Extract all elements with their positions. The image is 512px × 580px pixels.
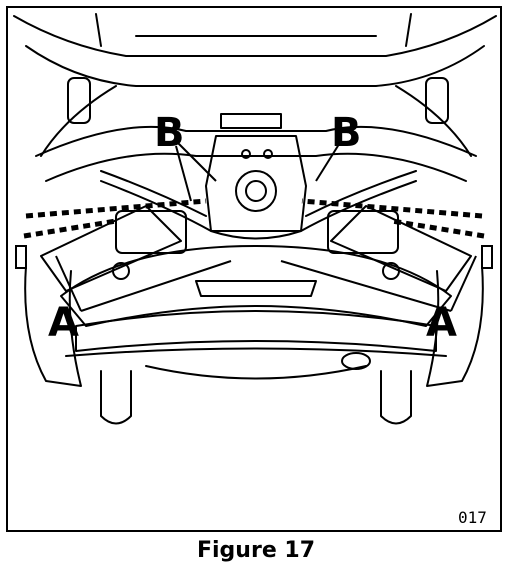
right-lamp	[481, 245, 493, 269]
brake-lines	[100, 170, 417, 217]
left-dashed-guide-lower	[23, 218, 117, 239]
figure-caption: Figure 17	[196, 538, 316, 563]
leader-left-b	[175, 140, 217, 182]
top-bracket	[220, 113, 282, 129]
left-lamp	[15, 245, 27, 269]
bumper-top-line	[13, 15, 497, 57]
callout-left-a: A	[48, 300, 79, 346]
callout-right-b: B	[331, 110, 362, 156]
leader-left-b-2	[175, 145, 192, 202]
left-bracket-box	[115, 210, 187, 254]
left-tire	[100, 370, 132, 425]
lower-beam-edge	[65, 347, 447, 357]
body-rails	[40, 85, 472, 157]
bolt-1	[241, 149, 251, 159]
left-wheel-arc	[24, 265, 82, 387]
drain-plug	[341, 352, 371, 370]
lower-valance	[145, 365, 367, 380]
right-bracket-box	[327, 210, 399, 254]
upper-crossmember	[35, 125, 477, 157]
leader-right-a-2	[280, 260, 452, 312]
right-shock-mount	[425, 77, 449, 124]
right-dashed-guide-lower	[391, 218, 485, 239]
callout-right-a: A	[426, 300, 457, 346]
bumper-side-lines	[95, 13, 412, 47]
lower-beam	[75, 310, 437, 352]
leader-left-a	[55, 255, 82, 312]
bumper-lower-line	[25, 45, 485, 87]
right-dashed-guide	[301, 198, 483, 219]
left-dashed-guide	[25, 198, 207, 219]
figure-code: 017	[458, 508, 487, 527]
lower-subframe	[60, 245, 452, 327]
right-hub-knuckle	[382, 262, 400, 280]
figure-frame: B B A A 017	[6, 6, 502, 532]
callout-left-b: B	[154, 110, 185, 156]
leader-left-a-2	[80, 260, 232, 312]
bolt-2	[263, 149, 273, 159]
leader-right-b	[315, 140, 342, 182]
underside-diagram: B B A A 017	[6, 6, 502, 532]
right-tire	[380, 370, 412, 425]
left-hub-knuckle	[112, 262, 130, 280]
left-shock-mount	[67, 77, 91, 124]
subframe-slot	[195, 280, 317, 297]
center-housing	[235, 170, 277, 212]
center-housing-core	[245, 180, 267, 202]
upper-crossmember-lower	[45, 152, 467, 182]
leader-right-a	[450, 255, 477, 312]
